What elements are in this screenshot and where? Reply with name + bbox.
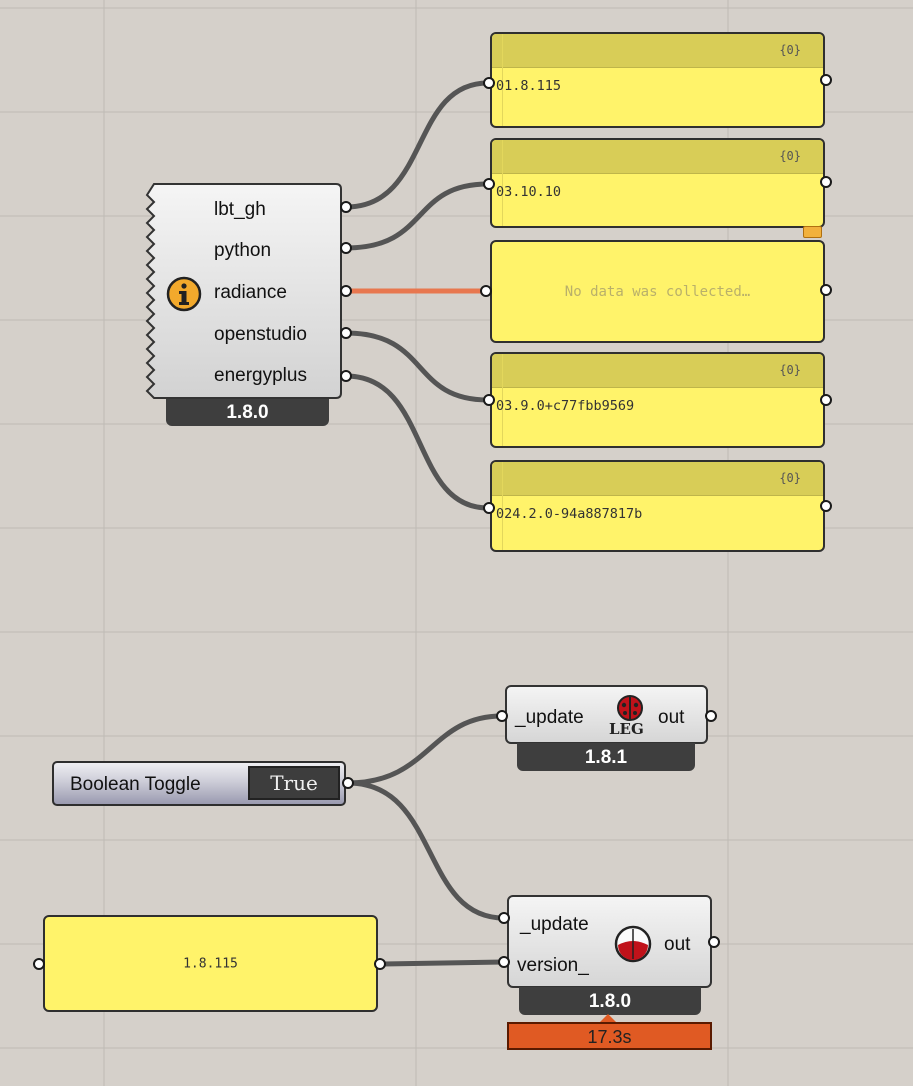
panel-item: 024.2.0-94a887817b	[496, 506, 642, 522]
panel-openstudio-version[interactable]: {0} 03.9.0+c77fbb9569	[490, 352, 825, 448]
panel-input-grip[interactable]	[483, 77, 495, 89]
update-input-grip[interactable]	[498, 912, 510, 924]
update-leg-version: 1.8.1	[517, 743, 695, 771]
toggle-label: Boolean Toggle	[70, 774, 201, 795]
panel-header	[492, 34, 823, 68]
version-component-body: lbt_gh python radiance openstudio energy…	[142, 182, 344, 400]
version-input-panel[interactable]: 1.8.115	[43, 915, 378, 1012]
item-value: 24.2.0-94a887817b	[504, 506, 643, 522]
panel-path: {0}	[779, 363, 801, 377]
item-index: 0	[496, 78, 505, 94]
input-update: _update	[520, 914, 589, 935]
update-component[interactable]: _update version_ out	[507, 895, 712, 988]
panel-item: 01.8.115	[496, 78, 561, 94]
wire-lbt-gh	[343, 80, 491, 210]
output-python: python	[214, 240, 272, 261]
output-energyplus: energyplus	[214, 365, 307, 386]
leg-icon-text: LEG	[609, 720, 644, 738]
input-version: version_	[517, 955, 589, 976]
toggle-output-grip[interactable]	[342, 777, 354, 789]
wire-toggle-leg	[345, 713, 505, 786]
panel-input-grip[interactable]	[483, 394, 495, 406]
version-panel-value: 1.8.115	[183, 956, 238, 971]
panel-header	[492, 140, 823, 174]
toggle-value[interactable]: True	[248, 766, 340, 800]
item-value: 1.8.115	[504, 78, 562, 94]
version-component[interactable]	[142, 182, 344, 400]
input-update: _update	[515, 707, 584, 728]
output-lbt-gh: lbt_gh	[214, 199, 266, 220]
output-grip-openstudio[interactable]	[340, 327, 352, 339]
info-icon	[166, 276, 202, 312]
output-grip-radiance[interactable]	[340, 285, 352, 297]
panel-output-grip[interactable]	[820, 284, 832, 296]
boolean-toggle[interactable]: Boolean Toggle True	[52, 761, 346, 806]
update-leg-component[interactable]: _update out LEG	[505, 685, 708, 744]
panel-output-grip[interactable]	[820, 74, 832, 86]
panel-index-divider	[502, 34, 503, 126]
panel-path: {0}	[779, 43, 801, 57]
version-panel-output-grip[interactable]	[374, 958, 386, 970]
panel-item: 03.9.0+c77fbb9569	[496, 398, 634, 414]
runtime-timer: 17.3s	[507, 1022, 712, 1050]
output-grip-energyplus[interactable]	[340, 370, 352, 382]
ladybug-update-icon	[614, 925, 652, 963]
panel-radiance-version[interactable]: No data was collected…	[490, 240, 825, 343]
panel-index-divider	[502, 140, 503, 226]
version-input-grip[interactable]	[498, 956, 510, 968]
panel-item: 03.10.10	[496, 184, 561, 200]
panel-input-grip[interactable]	[483, 502, 495, 514]
panel-energyplus-version[interactable]: {0} 024.2.0-94a887817b	[490, 460, 825, 552]
version-component-version: 1.8.0	[166, 399, 329, 426]
panel-output-grip[interactable]	[820, 394, 832, 406]
panel-path: {0}	[779, 471, 801, 485]
panel-output-grip[interactable]	[820, 176, 832, 188]
output-out: out	[664, 934, 691, 955]
output-grip-python[interactable]	[340, 242, 352, 254]
update-leg-output-grip[interactable]	[705, 710, 717, 722]
panel-input-grip[interactable]	[480, 285, 492, 297]
panel-lbt-gh-version[interactable]: {0} 01.8.115	[490, 32, 825, 128]
ladybug-legacy-icon	[617, 695, 643, 721]
panel-python-version[interactable]: {0} 03.10.10	[490, 138, 825, 228]
panel-header	[492, 354, 823, 388]
panel-empty-text: No data was collected…	[564, 283, 751, 300]
output-radiance: radiance	[214, 282, 287, 303]
output-out: out	[658, 707, 685, 728]
panel-output-grip[interactable]	[820, 500, 832, 512]
panel-input-grip[interactable]	[483, 178, 495, 190]
panel-warning-tab	[803, 226, 822, 238]
timer-pointer	[599, 1014, 617, 1023]
item-value: 3.10.10	[504, 184, 562, 200]
panel-index-divider	[502, 462, 503, 550]
panel-index-divider	[502, 354, 503, 446]
output-openstudio: openstudio	[214, 324, 307, 345]
wire-version-panel	[380, 959, 507, 967]
update-component-version: 1.8.0	[519, 987, 701, 1015]
update-leg-input-grip[interactable]	[496, 710, 508, 722]
wire-toggle-update	[345, 780, 507, 921]
wire-python	[343, 181, 491, 251]
item-index: 0	[496, 184, 505, 200]
output-grip-lbt-gh[interactable]	[340, 201, 352, 213]
panel-path: {0}	[779, 149, 801, 163]
version-panel-input-grip[interactable]	[33, 958, 45, 970]
item-index: 0	[496, 398, 505, 414]
item-value: 3.9.0+c77fbb9569	[504, 398, 635, 414]
update-output-grip[interactable]	[708, 936, 720, 948]
item-index: 0	[496, 506, 505, 522]
wire-openstudio	[343, 330, 491, 403]
wire-energyplus	[343, 373, 491, 511]
panel-header	[492, 462, 823, 496]
